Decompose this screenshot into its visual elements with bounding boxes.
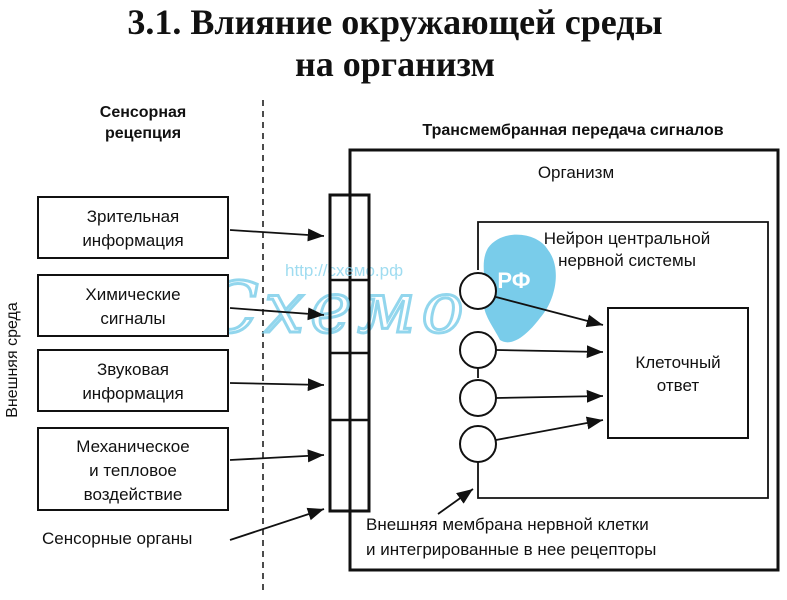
organism-box xyxy=(348,148,780,572)
arrow-chemical xyxy=(229,307,325,321)
receptor-circle-4 xyxy=(459,425,497,463)
input-mechanical-line-2: и тепловое xyxy=(89,461,177,480)
cell-response-line-1: Клеточный xyxy=(635,353,720,372)
watermark: http://схемо.рф Схемо РФ xyxy=(204,234,556,351)
input-sound-line-2: информация xyxy=(82,384,183,403)
external-environment-label: Внешняя среда xyxy=(4,302,21,418)
watermark-url: http://схемо.рф xyxy=(285,261,403,280)
sensory-reception-line-1: Сенсорная xyxy=(100,104,186,121)
cell-response-line-2: ответ xyxy=(657,376,700,395)
title-line-1: 3.1. Влияние окружающей среды xyxy=(127,2,662,42)
input-box-mechanical xyxy=(37,427,229,511)
watermark-splash-icon xyxy=(483,234,556,343)
receptor-circle-2 xyxy=(459,331,497,369)
arrow-sensory-organs xyxy=(229,507,325,541)
membrane-label-line-1: Внешняя мембрана нервной клетки xyxy=(366,515,649,534)
transmembrane-label: Трансмембранная передача сигналов xyxy=(422,122,723,139)
sensory-organs-label: Сенсорные органы xyxy=(42,529,192,548)
input-box-chemical xyxy=(37,274,229,337)
input-visual-line-1: Зрительная xyxy=(87,207,180,226)
cell-response-box xyxy=(607,307,749,439)
input-mechanical-line-3: воздействие xyxy=(84,485,183,504)
organism-label: Организм xyxy=(538,163,614,182)
input-chemical-line-1: Химические xyxy=(85,285,180,304)
receptor-circle-1 xyxy=(459,272,497,310)
arrow-receptor-4 xyxy=(495,416,604,441)
arrow-sound xyxy=(229,378,325,392)
neuron-box xyxy=(477,221,769,499)
neuron-label-line-2: нервной системы xyxy=(558,251,696,270)
neuron-label-line-1: Нейрон центральной xyxy=(544,229,710,248)
arrow-receptor-2 xyxy=(495,345,604,359)
input-box-sound xyxy=(37,349,229,412)
title-line-2: на организм xyxy=(295,44,495,84)
input-box-visual xyxy=(37,196,229,259)
input-visual-line-2: информация xyxy=(82,231,183,250)
sensory-reception-line-2: рецепция xyxy=(105,125,181,142)
input-sound-line-1: Звуковая xyxy=(97,360,169,379)
arrow-membrane xyxy=(437,488,474,515)
watermark-badge: РФ xyxy=(497,268,530,293)
membrane-label-line-2: и интегрированные в нее рецепторы xyxy=(366,540,656,559)
arrow-mechanical xyxy=(229,449,325,463)
input-chemical-line-2: сигналы xyxy=(100,309,165,328)
input-mechanical-line-1: Механическое xyxy=(76,437,189,456)
arrow-visual xyxy=(229,228,325,242)
arrow-receptor-3 xyxy=(495,389,604,403)
arrow-receptor-1 xyxy=(495,296,604,328)
receptor-circle-3 xyxy=(459,379,497,417)
